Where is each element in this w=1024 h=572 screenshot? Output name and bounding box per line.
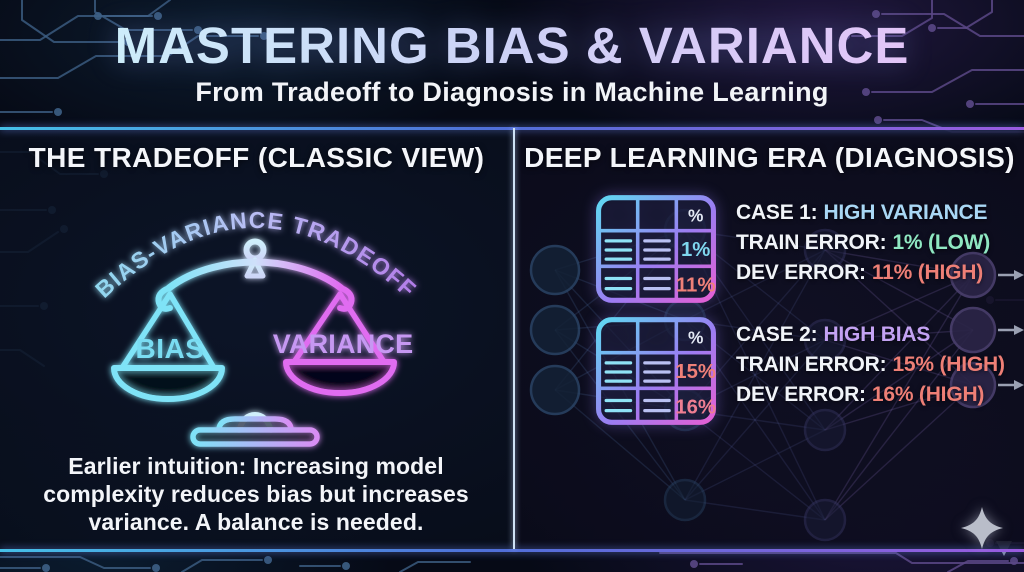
panel-divider <box>513 128 515 549</box>
variance-label: VARIANCE <box>273 329 414 359</box>
case-1-train-error: TRAIN ERROR:1% (LOW) <box>736 231 990 254</box>
svg-text:15%: 15% <box>675 361 716 383</box>
classic-view-caption: Earlier intuition: Increasing model comp… <box>43 453 469 536</box>
case-2-table-icon: % 15% 16% <box>596 317 716 425</box>
footer-divider <box>0 549 1024 552</box>
bias-label: BIAS <box>136 333 205 364</box>
case-1-dev-error: DEV ERROR:11% (HIGH) <box>736 261 984 284</box>
header-divider <box>0 127 1024 130</box>
sparkle-icon <box>961 507 1003 549</box>
panel-classic-tradeoff: THE TRADEOFF (CLASSIC VIEW) <box>0 130 513 549</box>
case-2-row: % 15% 16% CASE 2:HIGH BIAS TRAIN ERROR:1… <box>515 316 1024 436</box>
panel-deep-learning-diagnosis: DEEP LEARNING ERA (DIAGNOSIS) % 1% 11% C… <box>515 130 1024 549</box>
page-title: MASTERING BIAS & VARIANCE <box>0 0 1024 75</box>
case-1-title: CASE 1:HIGH VARIANCE <box>736 201 988 224</box>
case-2-text: CASE 2:HIGH BIAS TRAIN ERROR:15% (HIGH) … <box>736 320 1022 410</box>
case-1-text: CASE 1:HIGH VARIANCE TRAIN ERROR:1% (LOW… <box>736 198 1022 288</box>
left-panel-heading: THE TRADEOFF (CLASSIC VIEW) <box>28 142 485 173</box>
case-2-dev-error: DEV ERROR:16% (HIGH) <box>736 383 985 406</box>
svg-text:11%: 11% <box>676 275 716 297</box>
case-1-row: % 1% 11% CASE 1:HIGH VARIANCE TRAIN ERRO… <box>515 194 1024 314</box>
svg-text:%: % <box>688 206 703 226</box>
case-2-title: CASE 2:HIGH BIAS <box>736 323 931 346</box>
svg-text:%: % <box>688 328 703 348</box>
balance-scale-icon: BIAS-VARIANCE TRADEOFF <box>90 207 420 447</box>
page-subtitle: From Tradeoff to Diagnosis in Machine Le… <box>195 77 829 107</box>
header: MASTERING BIAS & VARIANCE From Tradeoff … <box>0 0 1024 128</box>
svg-text:16%: 16% <box>675 397 716 419</box>
svg-text:1%: 1% <box>681 239 710 261</box>
case-2-train-error: TRAIN ERROR:15% (HIGH) <box>736 353 1005 376</box>
right-panel-heading: DEEP LEARNING ERA (DIAGNOSIS) <box>524 142 1015 173</box>
case-1-table-icon: % 1% 11% <box>596 195 716 303</box>
